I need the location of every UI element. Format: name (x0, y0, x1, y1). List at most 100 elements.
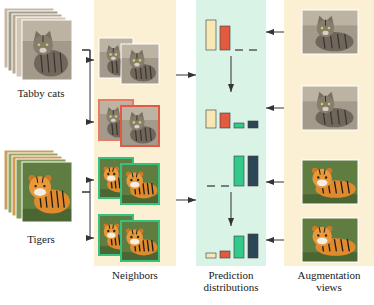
cat-head (317, 20, 335, 38)
fur-stripe (41, 53, 43, 73)
empty-bar-dash (249, 49, 257, 50)
fur-stripe (330, 34, 332, 49)
photo-ground (22, 20, 72, 80)
cat-head (106, 110, 120, 124)
stack-top-photo (22, 20, 72, 80)
fur-stripe (338, 34, 340, 49)
fur-stripe (345, 34, 347, 49)
flow-arrow (82, 192, 94, 238)
cat-eye (109, 115, 112, 118)
photo-frame (22, 162, 72, 222)
probability-bar (220, 251, 230, 258)
tiger-body (315, 238, 355, 256)
fur-stripe (136, 53, 137, 58)
flow-arrow (266, 108, 284, 109)
tiger-eye (113, 173, 115, 175)
empty-bar-dash (235, 49, 243, 50)
tiger-muzzle (34, 188, 46, 196)
tiger-stripe (341, 181, 343, 193)
fur-stripe (43, 35, 44, 42)
tiger-eye (34, 185, 36, 187)
tiger-stripe (136, 173, 138, 178)
probability-bar (220, 26, 230, 50)
flow-arrow (176, 75, 196, 76)
flow-arrow (176, 200, 196, 201)
photo-ground (302, 218, 358, 262)
tiger-stripe (108, 168, 110, 172)
augmented-view-photo (302, 10, 358, 54)
cat-muzzle (111, 57, 116, 60)
fur-stripe (325, 96, 326, 102)
cat-eye (321, 103, 324, 106)
tiger-eye (325, 234, 327, 236)
cat-eye (328, 27, 331, 30)
tiger-stripe (147, 240, 148, 251)
fur-stripe (60, 53, 62, 73)
augmented-view-photo (302, 218, 358, 262)
tiger-eye (325, 176, 327, 178)
tiger-stripe (341, 239, 343, 251)
tiger-eye (130, 179, 132, 181)
fur-stripe (330, 110, 332, 125)
tiger-muzzle (130, 182, 139, 188)
tiger-stripe (143, 240, 144, 251)
tiger-stripe (147, 183, 148, 194)
tiger-head (104, 224, 119, 239)
flow-arrow (82, 50, 94, 60)
probability-bar (234, 123, 244, 128)
tiger-muzzle (317, 237, 328, 244)
flow-arrow (82, 50, 94, 122)
fur-stripe (150, 128, 151, 141)
photo-ground (22, 162, 72, 222)
photo-ground (121, 221, 159, 261)
cat-muzzle (134, 125, 139, 129)
tiger-body (130, 239, 157, 255)
empty-bar-dash (207, 185, 215, 186)
cat-head (33, 35, 53, 55)
tiger-muzzle (130, 239, 139, 245)
photo-frame (121, 44, 159, 84)
probability-bar (234, 236, 244, 258)
photo-frame (302, 218, 358, 262)
tiger-stripe (112, 225, 114, 229)
tiger-stripe (319, 169, 321, 174)
flow-arrow (266, 240, 284, 241)
photo-ground (302, 86, 358, 130)
probability-bar (248, 234, 258, 258)
tiger-eye (107, 230, 109, 232)
cat-eye (115, 53, 118, 56)
cat-head (129, 53, 144, 68)
fur-stripe (112, 60, 113, 73)
cat-muzzle (40, 48, 47, 53)
probability-bar (206, 253, 216, 258)
tiger-muzzle (317, 179, 328, 186)
cat-head (129, 115, 144, 130)
fur-stripe (116, 122, 117, 135)
cat-eye (321, 27, 324, 30)
photo-frame (121, 221, 159, 261)
tiger-eye (317, 234, 319, 236)
fur-stripe (116, 60, 117, 73)
fur-stripe (47, 53, 49, 73)
neighbor-photo (121, 106, 159, 146)
probability-bar (206, 20, 216, 50)
tiger-muzzle (107, 233, 115, 238)
tiger-stripe (152, 183, 153, 194)
node-label: Augmentation views (284, 269, 374, 293)
cat-eye (133, 59, 136, 62)
flow-arrow (266, 32, 284, 33)
photo-ground (302, 10, 358, 54)
probability-bar (248, 121, 258, 128)
down-arrow (231, 56, 232, 92)
tiger-eye (317, 176, 319, 178)
tiger-stripe (334, 239, 336, 251)
fur-stripe (345, 110, 347, 125)
tiger-stripe (324, 169, 326, 174)
tiger-head (312, 169, 331, 188)
tiger-body (315, 180, 355, 198)
cat-eye (328, 103, 331, 106)
probability-bar (248, 156, 258, 186)
tiger-stripe (37, 177, 38, 183)
